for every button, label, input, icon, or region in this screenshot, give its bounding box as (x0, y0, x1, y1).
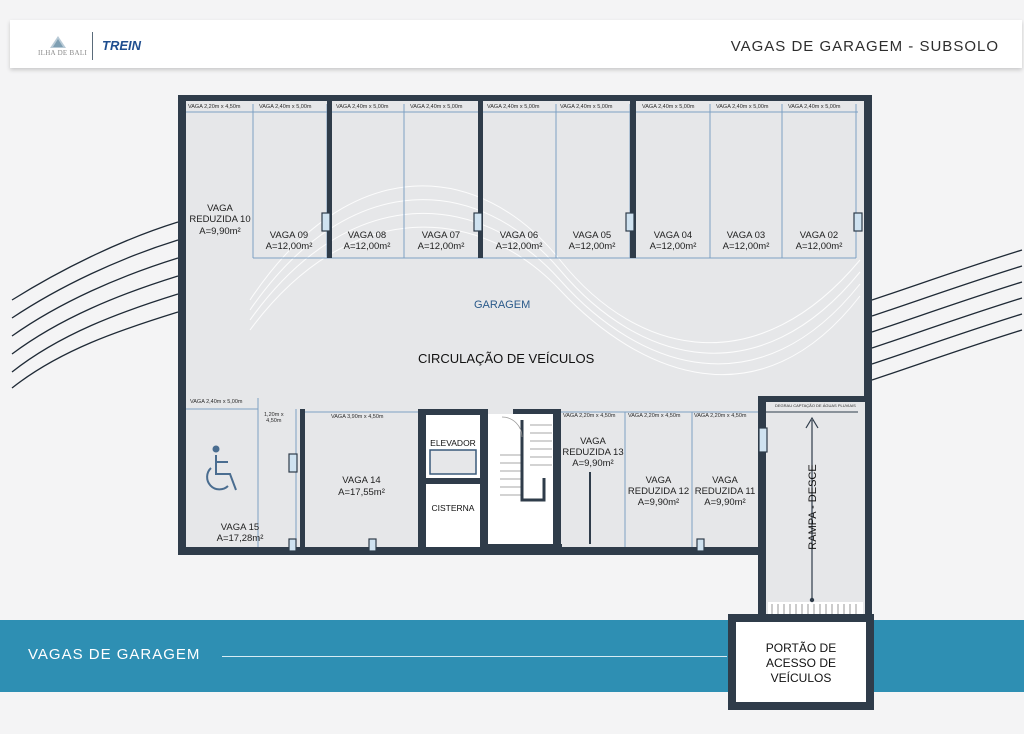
spot-08-name: VAGA 08 (347, 230, 387, 241)
spot-03-name: VAGA 03 (726, 230, 766, 241)
ramp-arrow-head (805, 416, 819, 429)
door-swing (501, 416, 523, 438)
spot-08-area: A=12,00m² (343, 241, 391, 252)
spot-04-dim: VAGA 2,40m x 5,00m (642, 104, 695, 110)
spot-06-dim: VAGA 2,40m x 5,00m (487, 104, 540, 110)
bottom-walls (300, 409, 562, 549)
footer-title: VAGAS DE GARAGEM (28, 646, 201, 663)
spot-14-name: VAGA 14 (342, 475, 381, 486)
spot-10-dim: VAGA 2,20m x 4,50m (188, 104, 241, 110)
spot-13-area: A=9,90m² (572, 458, 614, 469)
spot-05-name: VAGA 05 (572, 230, 612, 241)
logo-divider (92, 32, 93, 60)
spot-15-dim: VAGA 2,40m x 5,00m (190, 399, 243, 405)
cistern-room (426, 484, 480, 547)
page-title: VAGAS DE GARAGEM - SUBSOLO (730, 38, 999, 55)
wheelchair-icon (206, 445, 237, 491)
spot-02-dim: VAGA 2,40m x 5,00m (788, 104, 841, 110)
spot-02-area: A=12,00m² (795, 241, 843, 252)
ilha-de-bali-logo-icon (50, 36, 66, 48)
spot-07-dim: VAGA 2,40m x 5,00m (410, 104, 463, 110)
spot-13-dim: VAGA 2,20m x 4,50m (563, 413, 616, 419)
elevator-car (429, 449, 477, 475)
ramp-arrow-dot (809, 597, 815, 603)
spot-15b-dim: 1,20m x 4,50m (264, 412, 284, 424)
spot-04-area: A=12,00m² (649, 241, 697, 252)
spot-10-name: VAGA REDUZIDA 10 (189, 203, 251, 225)
garage-label: GARAGEM (474, 299, 531, 311)
spot-05-dim: VAGA 2,40m x 5,00m (560, 104, 613, 110)
spot-09-dim: VAGA 2,40m x 5,00m (259, 104, 312, 110)
right-waves (871, 249, 1023, 381)
spot-03-area: A=12,00m² (722, 241, 770, 252)
spot-03-dim: VAGA 2,40m x 5,00m (716, 104, 769, 110)
spot-11-area: A=9,90m² (704, 497, 746, 508)
top-columns (327, 101, 636, 258)
header-bar (10, 20, 1022, 68)
spot-05-area: A=12,00m² (568, 241, 616, 252)
bottom-pillars (288, 427, 768, 552)
stair-steps (500, 424, 552, 496)
spot-09-name: VAGA 09 (269, 230, 309, 241)
spot-11-name: VAGA REDUZIDA 11 (694, 475, 756, 497)
spot-15-area: A=17,28m² (216, 533, 264, 544)
spot-14-dim: VAGA 3,90m x 4,50m (331, 414, 384, 420)
spot-07-area: A=12,00m² (417, 241, 465, 252)
gate-label: PORTÃO DE ACESSO DE VEÍCULOS (765, 641, 837, 685)
spot-15-name: VAGA 15 (220, 522, 260, 533)
logo-trein: TREIN (102, 38, 141, 53)
spot-04-name: VAGA 04 (653, 230, 693, 241)
footer-divider-line (222, 656, 727, 657)
cistern-label: CISTERNA (431, 503, 475, 513)
ramp-floor (766, 402, 865, 624)
spot-08-dim: VAGA 2,40m x 5,00m (336, 104, 389, 110)
spot-07-name: VAGA 07 (421, 230, 461, 241)
spot-06-area: A=12,00m² (495, 241, 543, 252)
spot-13-name: VAGA REDUZIDA 13 (562, 436, 624, 458)
spot-12-dim: VAGA 2,20m x 4,50m (628, 413, 681, 419)
spot-09-area: A=12,00m² (265, 241, 313, 252)
spot-12-area: A=9,90m² (637, 497, 680, 508)
gate-box (736, 622, 866, 702)
spot-14-area: A=17,55m² (338, 487, 385, 498)
elevator-label: ELEVADOR (430, 438, 476, 448)
bottom-spot-lines (186, 398, 758, 547)
spot-02-name: VAGA 02 (799, 230, 839, 241)
spot-10-area: A=9,90m² (199, 226, 241, 237)
floor-waves (249, 185, 861, 376)
ramp-note: DEGRAU CAPTAÇÃO DE ÁGUAS PLUVIAIS (775, 403, 856, 408)
spot-12-name: VAGA REDUZIDA 12 (627, 475, 690, 497)
stair-handrail (520, 420, 546, 502)
ramp-label: RAMPA - DESCE (807, 464, 819, 550)
spot-11-dim: VAGA 2,20m x 4,50m (694, 413, 747, 419)
logo-ilha-text: ILHA DE BALI (38, 49, 88, 57)
left-waves (11, 221, 179, 389)
circulation-label: CIRCULAÇÃO DE VEÍCULOS (418, 351, 595, 366)
spot-06-name: VAGA 06 (499, 230, 539, 241)
top-pillars (321, 212, 863, 232)
